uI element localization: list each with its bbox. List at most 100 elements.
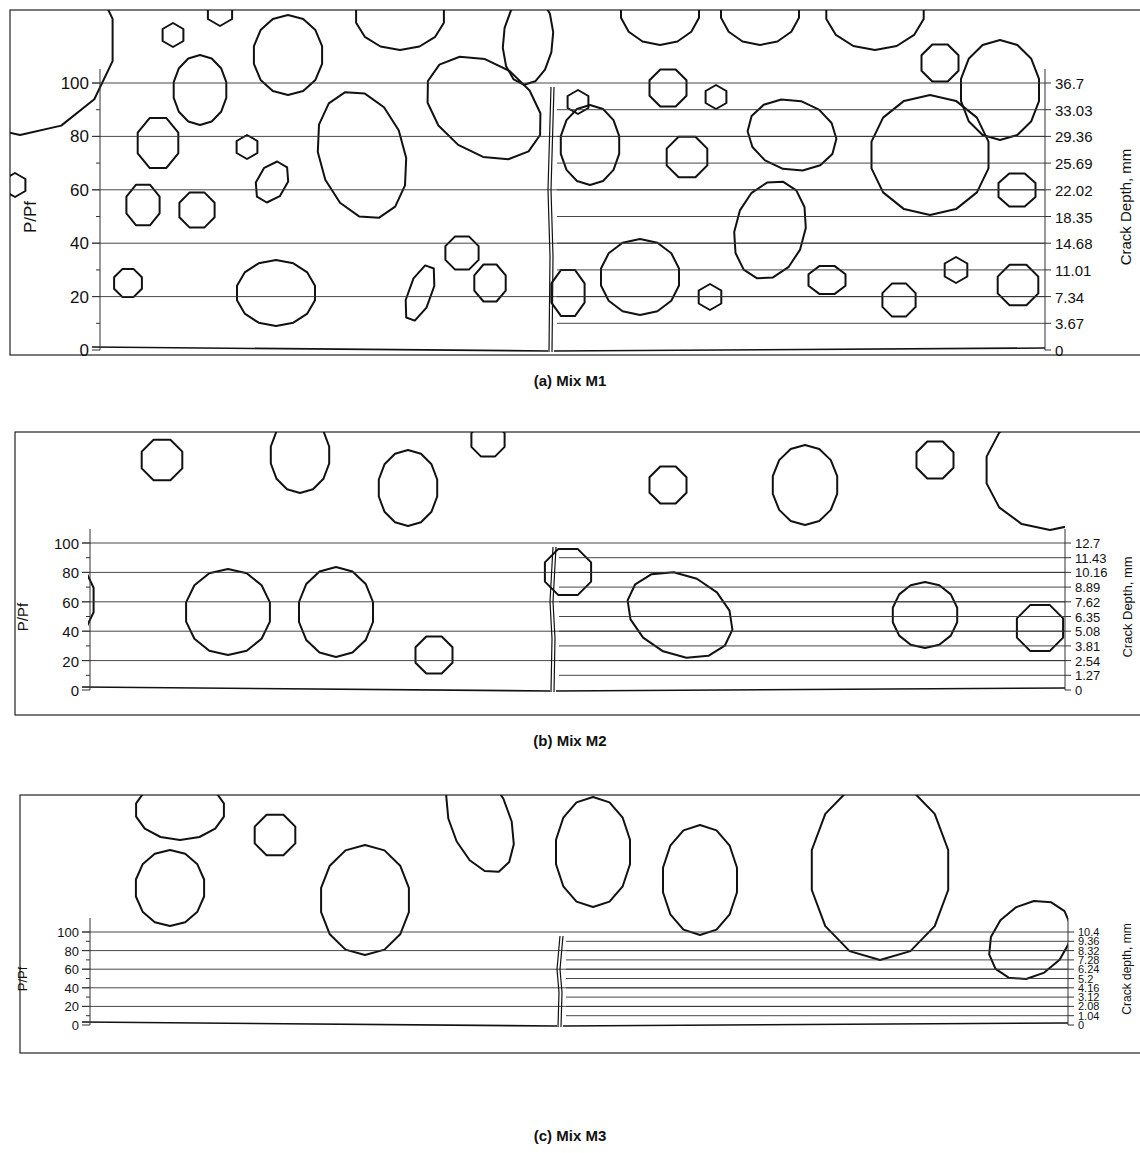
axis-tick — [1065, 616, 1071, 617]
axis-line — [90, 918, 91, 1025]
axis-tick — [1065, 557, 1071, 558]
axis-tick-label: 33.03 — [1055, 102, 1093, 117]
axis-tick-label: 11.01 — [1055, 262, 1091, 277]
grid-line — [82, 987, 1068, 988]
grid-line — [557, 163, 1045, 164]
axis-tick — [86, 587, 90, 588]
axis-tick-label: 11.43 — [1075, 551, 1107, 564]
axis-tick-label: 36.7 — [1055, 76, 1084, 91]
aggregate-particle — [256, 162, 288, 203]
aggregate-particle — [321, 845, 409, 955]
axis-tick-label: 6.35 — [1075, 610, 1100, 623]
aggregate-particle — [138, 118, 179, 168]
axis-title: Crack depth, mm — [1121, 923, 1133, 1014]
axis-tick — [1068, 978, 1074, 979]
aggregate-particle — [237, 260, 315, 326]
grid-line — [559, 616, 1065, 617]
aggregate-particle — [568, 90, 589, 114]
grid-line — [566, 941, 1068, 942]
axis-tick-label: 3.67 — [1055, 316, 1084, 331]
aggregate-particle — [10, 173, 25, 197]
grid-line — [566, 1015, 1068, 1016]
specimen-edge — [92, 347, 548, 351]
aggregate-particle — [650, 70, 687, 107]
aggregate-particle — [601, 239, 679, 315]
panel — [20, 768, 1140, 1053]
axis-tick — [1065, 675, 1071, 676]
axis-tick-label: 22.02 — [1055, 182, 1093, 197]
axis-tick-label: 20 — [62, 653, 79, 668]
axis-tick-label: 40 — [65, 981, 79, 994]
aggregate-particle — [88, 545, 94, 655]
crack-path — [551, 87, 554, 352]
axis-tick-label: 100 — [61, 75, 89, 92]
axis-line — [100, 69, 101, 350]
axis-tick-label: 14.68 — [1055, 236, 1093, 251]
subfigure-caption: (c) Mix M3 — [534, 1128, 607, 1143]
axis-tick-label: 60 — [65, 963, 79, 976]
axis-title: Crack Depth, mm — [1121, 556, 1134, 657]
aggregate-particle — [961, 40, 1039, 140]
axis-tick-label: 7.62 — [1075, 595, 1100, 608]
axis-tick-label: 40 — [70, 235, 89, 252]
axis-tick-label: 0 — [80, 342, 89, 359]
axis-tick — [1065, 601, 1071, 602]
aggregate-particle — [1017, 605, 1063, 651]
axis-tick-label: 0 — [1078, 1020, 1084, 1031]
specimen-edge — [556, 688, 1065, 691]
axis-tick-label: 18.35 — [1055, 209, 1093, 224]
axis-tick — [1045, 136, 1051, 137]
aggregate-particle — [987, 432, 1065, 530]
grid-line — [82, 1006, 1068, 1007]
axis-tick — [1068, 987, 1074, 988]
aggregate-particle — [255, 815, 296, 856]
aggregate-particle — [503, 10, 553, 85]
grid-line — [566, 959, 1068, 960]
panel — [0, 0, 1140, 355]
axis-tick — [1065, 645, 1071, 646]
axis-tick — [1068, 932, 1074, 933]
axis-tick — [92, 83, 100, 84]
axis-tick — [1068, 959, 1074, 960]
axis-tick — [92, 136, 100, 137]
aggregate-particle — [812, 795, 948, 960]
aggregate-particle — [471, 432, 504, 457]
aggregate-particle — [10, 10, 113, 135]
aggregate-particle — [114, 269, 142, 297]
aggregate-particle — [663, 825, 737, 935]
axis-tick — [1045, 163, 1051, 164]
aggregate-particle — [872, 95, 989, 215]
aggregate-particle — [721, 10, 799, 45]
axis-tick-label: 29.36 — [1055, 129, 1093, 144]
grid-line — [557, 243, 1045, 244]
axis-tick — [86, 645, 90, 646]
grid-line — [559, 572, 1065, 573]
aggregate-particle — [445, 236, 478, 269]
aggregate-particle — [136, 795, 224, 840]
axis-tick — [92, 189, 100, 190]
axis-line — [1068, 918, 1069, 1025]
aggregate-particle — [406, 265, 435, 320]
axis-tick — [96, 269, 100, 270]
aggregate-particle — [356, 10, 444, 50]
grid-line — [566, 1006, 1068, 1007]
axis-tick — [1065, 660, 1071, 661]
grid-line — [557, 296, 1045, 297]
aggregate-particle — [989, 901, 1068, 979]
subfigure-caption: (b) Mix M2 — [533, 733, 606, 748]
specimen-edge — [554, 348, 1045, 351]
grid-line — [557, 109, 1045, 110]
axis-tick-label: 0 — [72, 1019, 79, 1032]
axis-tick-label: 10.16 — [1075, 566, 1108, 579]
axis-tick — [82, 969, 90, 970]
axis-tick — [86, 941, 90, 942]
aggregate-particle — [922, 45, 959, 82]
axis-tick — [1065, 572, 1071, 573]
aggregate-particle — [179, 192, 214, 227]
axis-tick-label: 0 — [71, 683, 79, 698]
axis-tick-label: 3.81 — [1075, 639, 1100, 652]
specimen-edge — [82, 1022, 557, 1026]
axis-tick — [1045, 83, 1051, 84]
axis-tick — [86, 978, 90, 979]
